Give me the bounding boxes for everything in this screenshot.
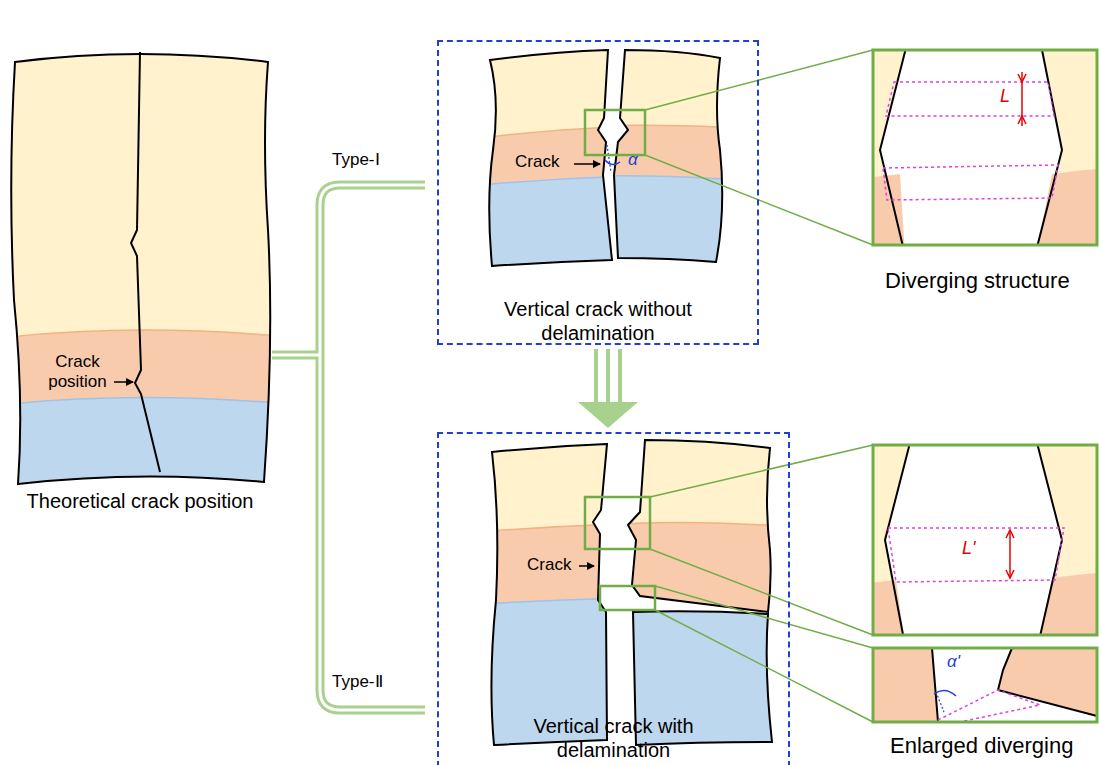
crack-label: Crack [515, 152, 559, 172]
dashed-panel: Vertical crack without delamination [437, 40, 759, 345]
figure-caption: Theoretical crack position [10, 490, 270, 513]
panel-caption: Vertical crack without delamination [439, 297, 757, 345]
type-label: Type-Ⅱ [332, 672, 383, 692]
dimension-label: L' [962, 538, 975, 559]
type-label: Type-Ⅰ [332, 150, 380, 170]
angle-label: α' [947, 652, 960, 672]
crack-label: Crack [527, 555, 571, 575]
zoom-caption: Diverging structure [885, 268, 1070, 293]
label-text: Crack position [40, 352, 115, 391]
angle-label: α [628, 150, 638, 170]
panel-caption: Vertical crack with delamination [439, 714, 788, 762]
flow-arrow [578, 349, 638, 428]
zoom-caption: Enlarged diverging [890, 733, 1073, 758]
dimension-label: L [1000, 86, 1010, 107]
dashed-panel: Vertical crack with delamination [437, 432, 790, 765]
